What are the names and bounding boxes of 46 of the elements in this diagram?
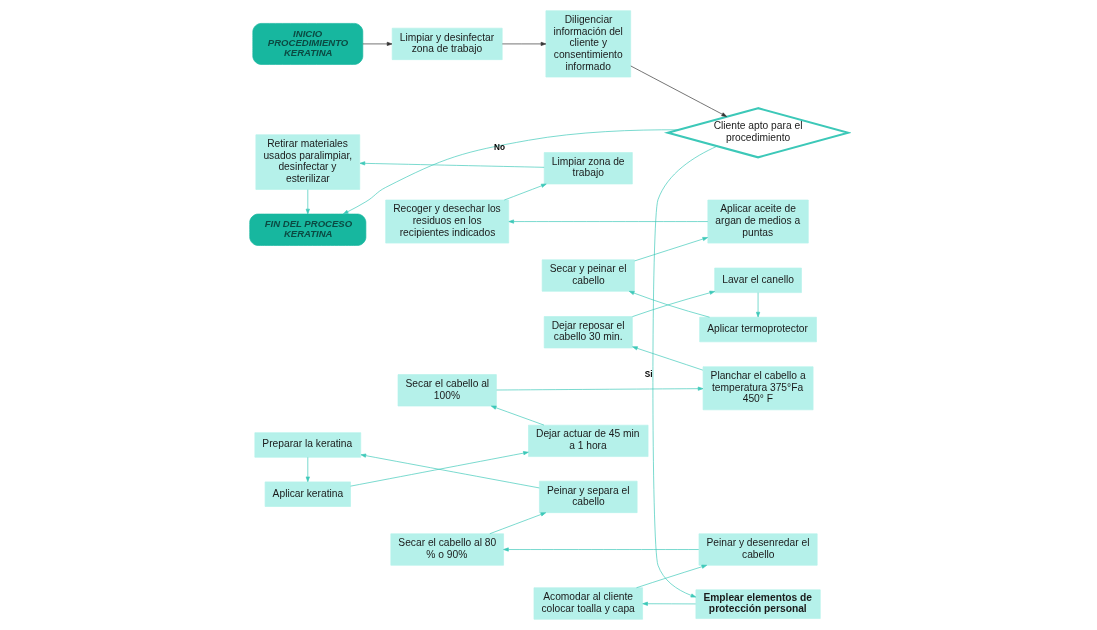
arrow: [501, 41, 546, 46]
node-box: Secar el cabello al 80 % o 90%: [390, 533, 504, 566]
arrow: [635, 564, 707, 589]
node-box: Aplicar keratina: [264, 481, 351, 507]
node-box: Aplicar aceite de argan de medios a puntas: [707, 199, 809, 244]
node-box: Diligenciar información del cliente y consentimiento informado: [545, 10, 631, 78]
node-box: Recoger y desechar los residuos en los recipientes indicados: [384, 199, 509, 244]
node-box: Limpiar y desinfectar zona de trabajo: [391, 27, 503, 60]
arrow: [508, 219, 708, 224]
arrow: [362, 41, 392, 46]
node-box: Limpiar zona de trabajo: [543, 152, 633, 185]
node-box: Secar el cabello al 100%: [397, 374, 497, 407]
arrow: [652, 145, 717, 598]
arrow: [502, 547, 699, 552]
arrow: [490, 405, 544, 426]
arrow: [359, 161, 544, 168]
arrow: [631, 346, 703, 371]
arrow: [503, 183, 547, 201]
arrow: [305, 189, 310, 215]
arrow: [630, 65, 727, 117]
node-diamond: Cliente apto para el procedimiento: [663, 107, 851, 159]
arrow: [631, 290, 715, 317]
arrow: [641, 601, 696, 606]
node-box: Planchar el cabello a temperatura 375°Fa 450° F: [702, 366, 813, 411]
arrow: [628, 291, 710, 318]
node-box: Dejar reposar el cabello 30 min.: [543, 316, 633, 349]
arrow: [633, 237, 708, 262]
node-box: Emplear elementos de protección personal: [695, 589, 821, 619]
arrow: [305, 457, 310, 483]
node-box: FIN DEL PROCESO KERATINA: [248, 213, 366, 246]
node-box: Peinar y desenredar el cabello: [698, 533, 817, 566]
arrow: [755, 292, 760, 318]
node-box: Aplicar termoprotector: [698, 316, 817, 343]
node-box: Peinar y separa el cabello: [538, 480, 637, 513]
node-box: Preparar la keratina: [254, 432, 361, 458]
node-box: Lavar el canello: [713, 267, 802, 293]
arrow: [360, 453, 540, 489]
node-box: Acomodar al cliente colocar toalla y capa: [533, 587, 643, 620]
node-box: Dejar actuar de 45 min a 1 hora: [527, 424, 648, 457]
node-box: INICIO PROCEDIMIENTO KERATINA: [251, 23, 363, 65]
arrow: [488, 512, 546, 535]
arrow: [342, 129, 679, 215]
node-box: Secar y peinar el cabello: [541, 259, 635, 292]
arrow: [495, 386, 703, 391]
arrow: [349, 451, 529, 487]
node-box: Retirar materiales usados paralimpiar, desinfectar y esterilizar: [255, 134, 360, 190]
